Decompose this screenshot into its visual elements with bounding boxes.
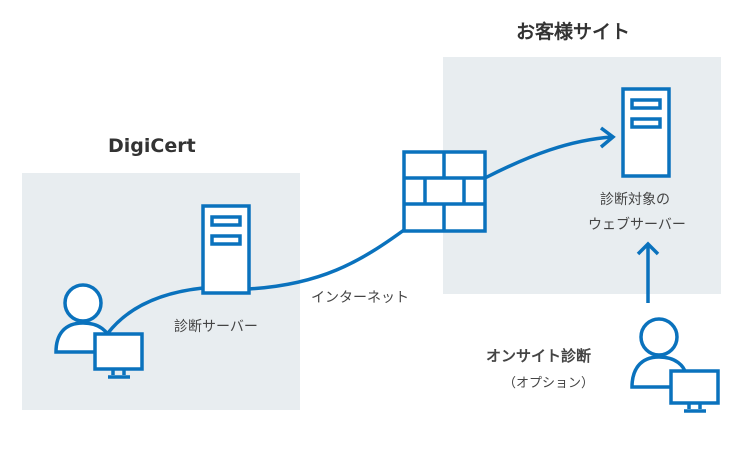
digicert-zone-title: DigiCert (108, 135, 196, 157)
option-label: （オプション） (503, 376, 595, 391)
firewall-to-server-line (484, 135, 613, 180)
arrow-head-icon (599, 126, 616, 149)
diagnostic-server-icon (201, 204, 251, 295)
firewall-icon (402, 150, 487, 233)
connection-line (106, 286, 204, 335)
up-arrow-icon (636, 241, 660, 303)
target-web-server-icon (621, 87, 671, 178)
internet-label: インターネット (311, 290, 409, 306)
target-server-label-2: ウェブサーバー (588, 217, 686, 233)
diagnostic-server-label: 診断サーバー (174, 319, 258, 335)
customer-zone-title: お客様サイト (516, 21, 631, 43)
onsite-user-icon (630, 317, 720, 413)
target-server-label-1: 診断対象の (600, 192, 670, 208)
internet-line (247, 228, 406, 291)
user-icon (54, 283, 144, 379)
digicert-zone (22, 173, 300, 410)
onsite-label: オンサイト診断 (486, 347, 592, 365)
